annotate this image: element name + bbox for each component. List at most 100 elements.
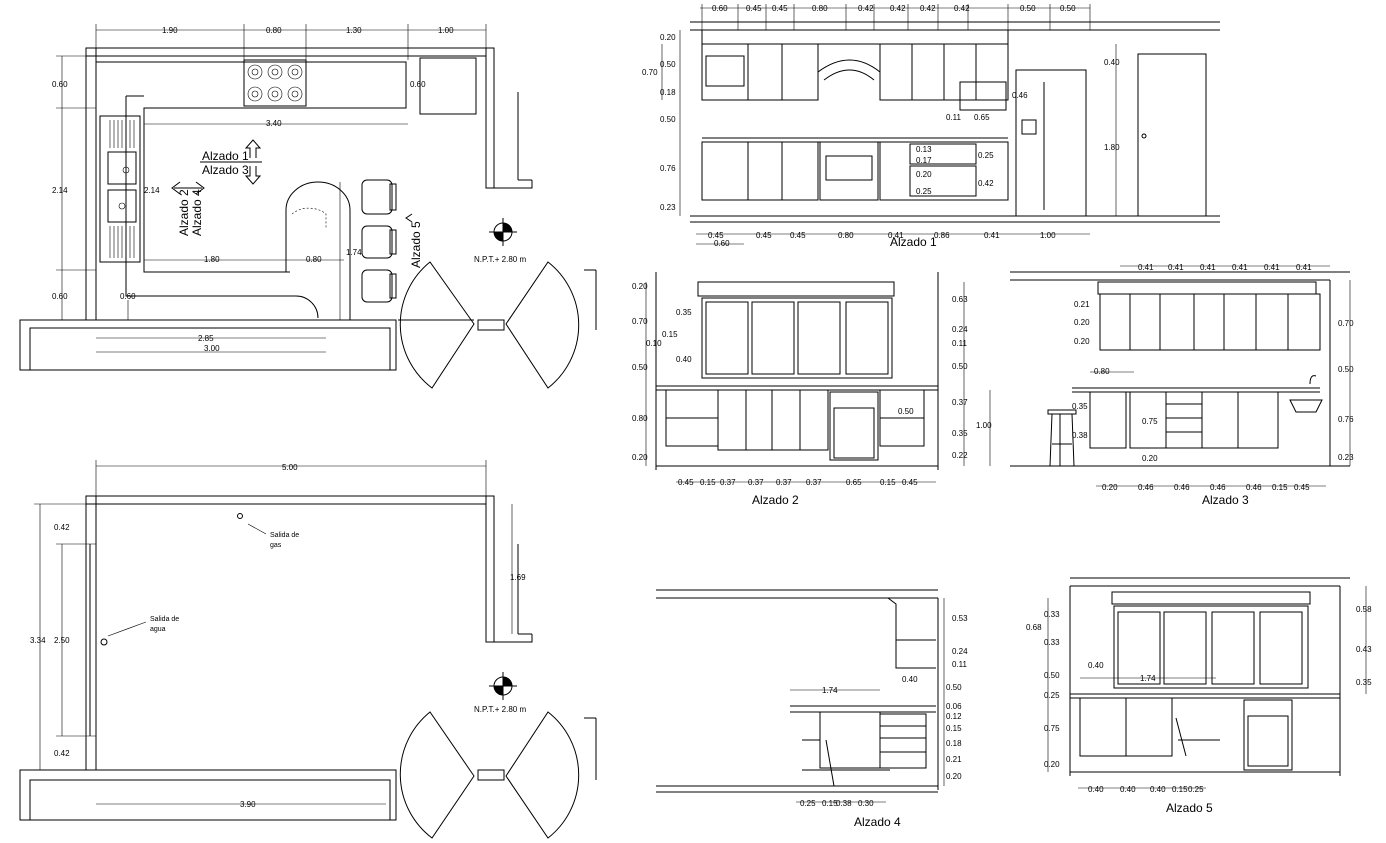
elev2-bottom-8: 0.15 — [880, 478, 896, 487]
section-label-alzado-1: Alzado 1 — [202, 149, 249, 163]
elev3-inner-a: 0.75 — [1142, 417, 1158, 426]
elev1-top-8: 0.42 — [954, 4, 970, 13]
elev4-right-9: 0.21 — [946, 755, 962, 764]
double-door-top — [398, 261, 597, 389]
elev1-inner-j: 1.80 — [1104, 143, 1120, 152]
elev3-bottom-5: 0.46 — [1246, 483, 1262, 492]
elev1-inner-h: 0.42 — [978, 179, 994, 188]
refrigerator — [1015, 69, 1087, 217]
elev1-bottom-5: 0.41 — [888, 231, 904, 240]
elev3-top-5: 0.41 — [1264, 263, 1280, 272]
elev3-left-6: 0.38 — [1072, 431, 1088, 440]
elev4-bottom-2: 0.15 — [822, 799, 838, 808]
elev5-left-7: 0.20 — [1044, 760, 1060, 769]
dim-0-42-bottom: 0.42 — [54, 749, 70, 758]
elev1-left-5: 0.50 — [660, 115, 676, 124]
elev2-inner-a: 0.35 — [676, 308, 692, 317]
elev3-left-5: 0.35 — [1072, 402, 1088, 411]
elev2-bottom-2: 0.15 — [700, 478, 716, 487]
elev1-top-4: 0.80 — [812, 4, 828, 13]
left-wall — [85, 47, 97, 321]
oven-upper — [959, 81, 1007, 111]
npt-level-top: N.P.T.+ 2.80 m — [474, 255, 526, 264]
elev5-inner-a: 0.40 — [1088, 661, 1104, 670]
elev5-left-3: 0.33 — [1044, 638, 1060, 647]
level-symbol-bottom — [489, 672, 517, 700]
elev1-inner-c: 0.13 — [916, 145, 932, 154]
elev2-left-1: 0.20 — [632, 282, 648, 291]
elev1-top-6: 0.42 — [890, 4, 906, 13]
elev1-inner-i: 0.40 — [1104, 58, 1120, 67]
elevation-5: 0.33 0.68 0.33 0.50 0.25 0.75 0.20 0.40 … — [1026, 577, 1372, 815]
gas-outlet-icon — [237, 513, 243, 519]
dim-16: 3.00 — [204, 344, 220, 353]
elev4-right-7: 0.15 — [946, 724, 962, 733]
elev3-inner-b: 0.20 — [1142, 454, 1158, 463]
water-note: Salida de — [150, 616, 179, 623]
elev1-left-2: 0.50 — [660, 60, 676, 69]
elev1-inner-b: 0.65 — [974, 113, 990, 122]
elev5-bottom-4: 0.15 — [1172, 785, 1188, 794]
elev1-left-3: 0.70 — [642, 68, 658, 77]
elev3-bottom-2: 0.46 — [1138, 483, 1154, 492]
elev5-right-2: 0.43 — [1356, 645, 1372, 654]
elev3-left-2: 0.20 — [1074, 318, 1090, 327]
elevation-1-title: Alzado 1 — [890, 235, 937, 249]
elev5-left-5: 0.25 — [1044, 691, 1060, 700]
elevation-4-title: Alzado 4 — [854, 815, 901, 829]
elev1-top-5: 0.42 — [858, 4, 874, 13]
stove-top — [243, 59, 307, 107]
elev5-bottom-1: 0.40 — [1088, 785, 1104, 794]
dim-13: 0.60 — [52, 292, 68, 301]
elev2-right-6: 0.35 — [952, 429, 968, 438]
elev1-inner-e: 0.20 — [916, 170, 932, 179]
elev3-top-1: 0.41 — [1138, 263, 1154, 272]
elev1-bottom-1: 0.45 — [708, 231, 724, 240]
elevation-4: 0.53 0.24 0.11 0.50 0.06 0.12 0.15 0.18 … — [656, 589, 968, 829]
elev1-top-10: 0.50 — [1060, 4, 1076, 13]
dim-7: 3.40 — [266, 119, 282, 128]
elev2-right-2: 0.24 — [952, 325, 968, 334]
elev2-bottom-4: 0.37 — [748, 478, 764, 487]
elev4-bottom-1: 0.25 — [800, 799, 816, 808]
dim-3: 1.30 — [346, 26, 362, 35]
elev2-bottom-7: 0.65 — [846, 478, 862, 487]
elev2-left-3: 0.15 — [662, 330, 678, 339]
counter-outline — [96, 61, 407, 273]
elev5-right-1: 0.58 — [1356, 605, 1372, 614]
arrow-left-icon — [171, 181, 181, 195]
elev2-right-8: 1.00 — [976, 421, 992, 430]
elev5-left-6: 0.75 — [1044, 724, 1060, 733]
elev3-bottom-7: 0.45 — [1294, 483, 1310, 492]
elev1-top-7: 0.42 — [920, 4, 936, 13]
elev4-right-3: 0.11 — [952, 660, 968, 669]
elevation-3: 0.41 0.41 0.41 0.41 0.41 0.41 0.21 0.20 … — [1010, 263, 1354, 507]
dim-2: 0.80 — [266, 26, 282, 35]
dim-1-69: 1.69 — [510, 573, 526, 582]
elev1-inner-g: 0.25 — [978, 151, 994, 160]
elev5-inner-b: 1.74 — [1140, 674, 1156, 683]
elev3-bottom-4: 0.46 — [1210, 483, 1226, 492]
section-label-alzado-4: Alzado 4 — [190, 189, 204, 236]
dim-3-90: 3.90 — [240, 800, 256, 809]
section-label-alzado-2: Alzado 2 — [177, 189, 191, 236]
upper-cabinets — [701, 297, 893, 379]
elev1-top-1: 0.60 — [712, 4, 728, 13]
elev3-left-3: 0.20 — [1074, 337, 1090, 346]
elev3-top-2: 0.41 — [1168, 263, 1184, 272]
elevation-5-title: Alzado 5 — [1166, 801, 1213, 815]
elev1-bottom-8: 1.00 — [1040, 231, 1056, 240]
elev2-inner-c: 0.50 — [898, 407, 914, 416]
elev5-left-4: 0.50 — [1044, 671, 1060, 680]
upper-cabinets — [1113, 605, 1309, 689]
elev3-right-3: 0.76 — [1338, 415, 1354, 424]
stools — [361, 179, 397, 303]
elev5-bottom-3: 0.40 — [1150, 785, 1166, 794]
elev5-bottom-2: 0.40 — [1120, 785, 1136, 794]
dim-5-00: 5.00 — [282, 463, 298, 472]
elev5-bottom-5: 0.25 — [1188, 785, 1204, 794]
elev1-left-1: 0.20 — [660, 33, 676, 42]
elev1-inner-f: 0.25 — [916, 187, 932, 196]
level-symbol-top — [489, 218, 517, 246]
dim-10: 1.80 — [204, 255, 220, 264]
